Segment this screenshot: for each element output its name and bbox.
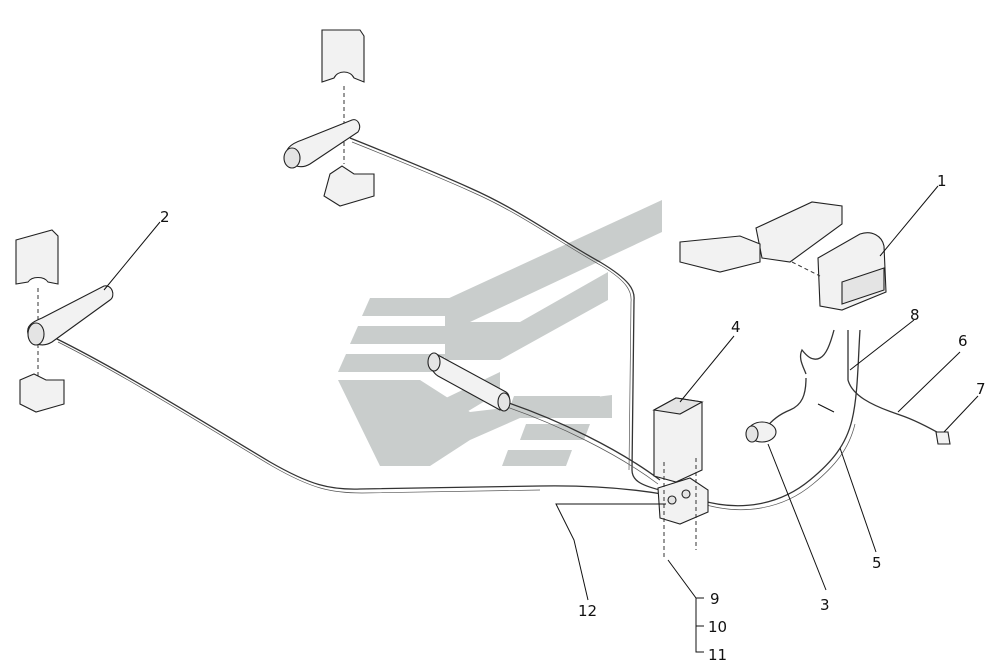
callout-11: 11 (708, 646, 727, 664)
callout-7: 7 (976, 380, 986, 398)
pin-assembly-top (283, 29, 375, 207)
stylized-s-logo-icon (338, 200, 662, 466)
pin-assembly-left (15, 229, 114, 413)
sensor (745, 421, 777, 443)
callout-4: 4 (731, 318, 741, 336)
control-box-assembly (679, 201, 887, 311)
callout-5: 5 (872, 554, 882, 572)
callout-2: 2 (160, 208, 170, 226)
callout-12: 12 (578, 602, 597, 620)
leader-lines (103, 185, 979, 653)
callout-1: 1 (937, 172, 947, 190)
callout-10: 10 (708, 618, 727, 636)
callout-3: 3 (820, 596, 830, 614)
callout-labels: 1 2 3 4 5 6 7 8 9 10 11 12 (160, 172, 986, 664)
callout-8: 8 (910, 306, 920, 324)
hydraulic-cylinder (427, 352, 511, 412)
callout-6: 6 (958, 332, 968, 350)
tank-and-valve-block (652, 397, 709, 560)
hydraulic-lines (54, 137, 945, 511)
connector-end (935, 431, 951, 445)
callout-9: 9 (710, 590, 720, 608)
